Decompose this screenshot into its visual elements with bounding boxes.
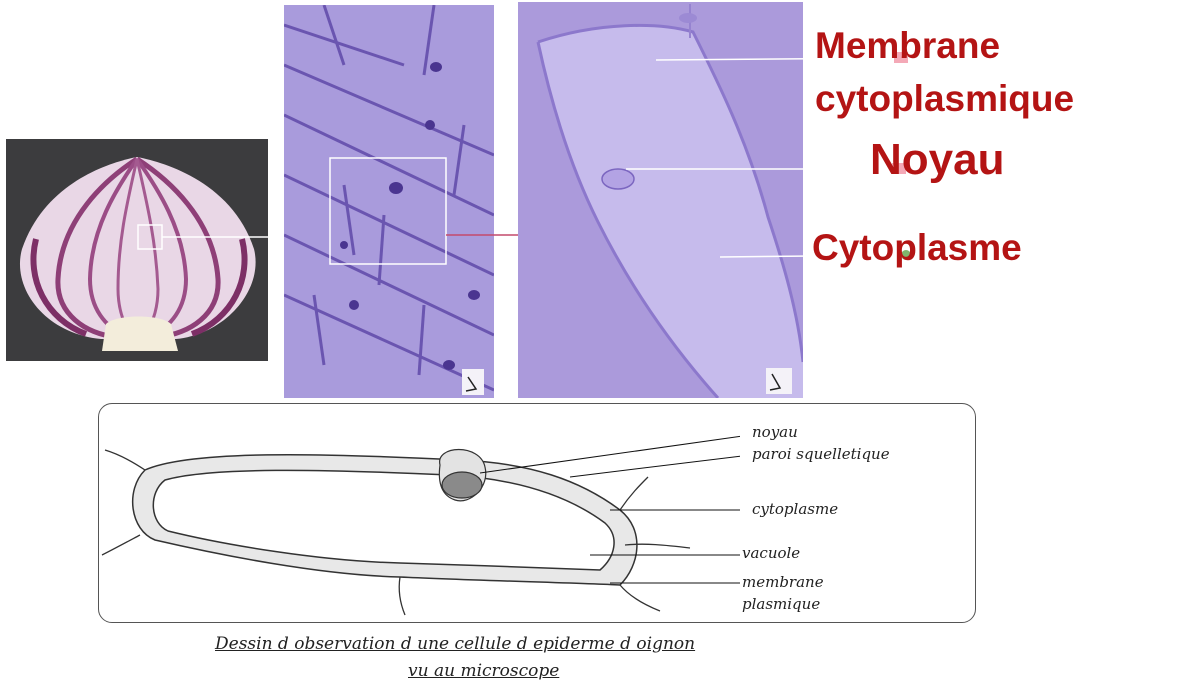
drawing-label-paroi: paroi squelletique (752, 447, 890, 462)
drawing-label-membrane-1: membrane (742, 575, 824, 590)
drawing-label-cytoplasme: cytoplasme (752, 502, 838, 517)
label-membrane-cytoplasmique-2: cytoplasmique (815, 80, 1074, 117)
label-noyau: Noyau (870, 138, 1004, 182)
drawing-label-vacuole: vacuole (742, 546, 800, 561)
low-mag-cells (284, 5, 494, 398)
micrograph-low-magnification (284, 5, 494, 398)
label-cytoplasme: Cytoplasme (812, 229, 1022, 266)
onion-photo (6, 139, 268, 361)
drawing-label-noyau: noyau (752, 425, 798, 440)
onion-illustration (6, 139, 268, 361)
drawing-label-membrane-2: plasmique (742, 597, 820, 612)
drawing-caption-line-1: Dessin d observation d une cellule d epi… (215, 636, 695, 653)
label-membrane-cytoplasmique-1: Membrane (815, 27, 1000, 64)
cell-drawing (100, 405, 740, 619)
drawing-caption-line-2: vu au microscope (408, 663, 559, 680)
